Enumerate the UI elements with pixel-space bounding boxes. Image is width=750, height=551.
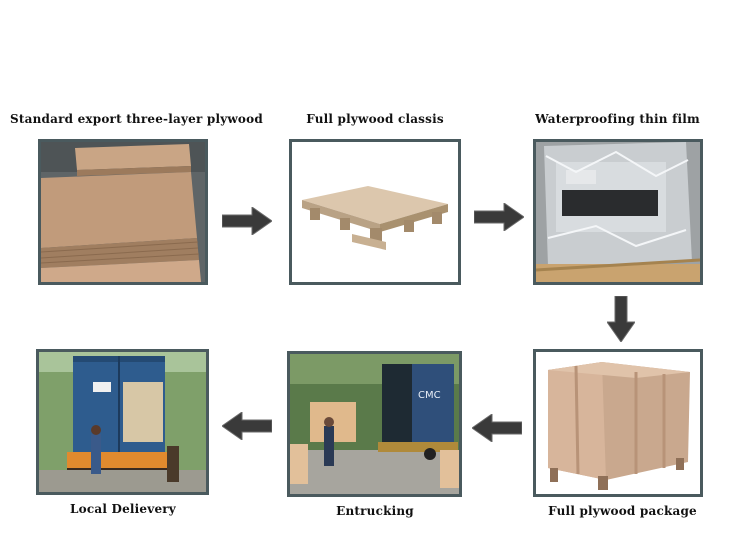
arrow-left-icon [222, 412, 272, 440]
step-2-label: Full plywood classis [306, 112, 444, 126]
svg-text:CMC: CMC [418, 390, 441, 401]
arrow-3-down [607, 296, 635, 342]
arrow-5-left [222, 412, 272, 440]
plywood-pallet-photo [289, 139, 461, 285]
arrow-right-icon [222, 207, 272, 235]
arrow-right-icon [474, 203, 524, 231]
step-3-label: Waterproofing thin film [535, 112, 700, 126]
arrow-down-icon [607, 296, 635, 342]
step-5-label: Entrucking [336, 504, 414, 518]
arrow-1-right [222, 207, 272, 235]
film-wrapped-machine-photo [533, 139, 703, 285]
step-4-label: Full plywood package [548, 504, 697, 518]
container-truck-photo [36, 349, 209, 495]
arrow-left-icon [472, 414, 522, 442]
arrow-2-right [474, 203, 524, 231]
step-6-label: Local Delievery [70, 502, 176, 516]
step-1-label: Standard export three-layer plywood [10, 112, 263, 126]
plywood-crate-photo [533, 349, 703, 497]
plywood-sheets-photo [38, 139, 208, 285]
loading-truck-photo: CMC [287, 351, 462, 497]
arrow-4-left [472, 414, 522, 442]
